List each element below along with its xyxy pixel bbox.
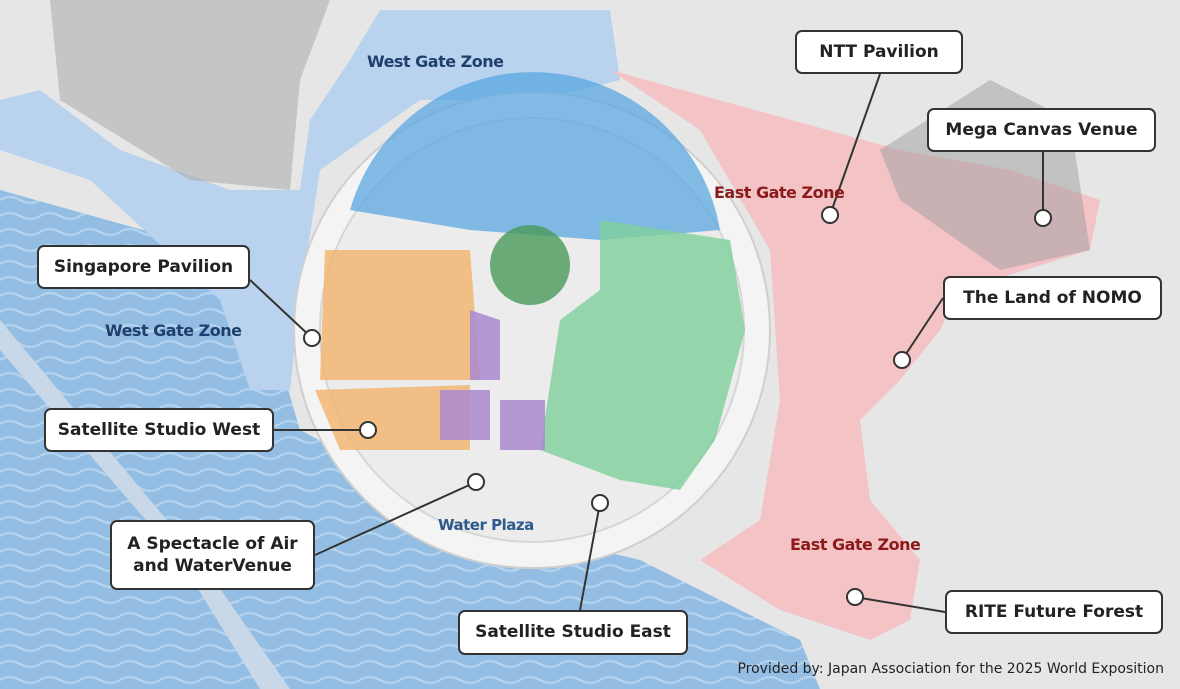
central-forest: [490, 225, 570, 305]
zone-label-east-gate: East Gate Zone: [714, 183, 845, 202]
callout-satellite-studio-east[interactable]: Satellite Studio East: [458, 610, 688, 655]
orange-pavilion-area: [315, 250, 480, 450]
purple-pavilion-area: [440, 310, 545, 450]
sat-west-marker: [359, 421, 377, 439]
zone-label-east-gate: East Gate Zone: [790, 535, 921, 554]
zone-label-water-plaza: Water Plaza: [438, 516, 534, 534]
callout-land-of-nomo[interactable]: The Land of NOMO: [943, 276, 1162, 320]
zone-label-west-gate: West Gate Zone: [105, 321, 242, 340]
zone-label-west-gate: West Gate Zone: [367, 52, 504, 71]
callout-rite-future-forest[interactable]: RITE Future Forest: [945, 590, 1163, 634]
sat-east-marker: [591, 494, 609, 512]
callout-ntt-pavilion[interactable]: NTT Pavilion: [795, 30, 963, 74]
spectacle-marker: [467, 473, 485, 491]
callout-mega-canvas-venue[interactable]: Mega Canvas Venue: [927, 108, 1156, 152]
singapore-marker: [303, 329, 321, 347]
green-pavilion-area: [540, 220, 745, 490]
blue-pavilion-area: [350, 72, 720, 240]
callout-satellite-studio-west[interactable]: Satellite Studio West: [44, 408, 274, 452]
callout-spectacle-air-water[interactable]: A Spectacle of Air and WaterVenue: [110, 520, 315, 590]
rite-marker: [846, 588, 864, 606]
industrial-block: [50, 0, 330, 190]
callout-singapore-pavilion[interactable]: Singapore Pavilion: [37, 245, 250, 289]
nomo-marker: [893, 351, 911, 369]
credit-text: Provided by: Japan Association for the 2…: [737, 661, 1164, 677]
ntt-marker: [821, 206, 839, 224]
west-gate-zone-area: [0, 10, 620, 390]
mega-canvas-marker: [1034, 209, 1052, 227]
callout-lines: [249, 73, 1044, 613]
location-markers: [303, 206, 1052, 606]
